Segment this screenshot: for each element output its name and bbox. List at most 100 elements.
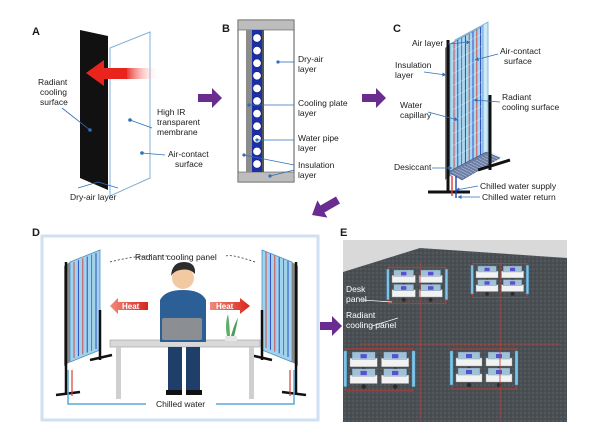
panel-a: A Radiant cooling surface High IR transp… (32, 26, 211, 202)
label-chilled-water-supply: Chilled water supply (480, 181, 557, 191)
monitor (510, 267, 516, 272)
desiccant-hatch (463, 165, 477, 173)
desiccant-hatch (451, 171, 465, 179)
leader-dot (276, 60, 280, 64)
water-pipe-circle (252, 58, 262, 68)
water-pipe-circle (252, 159, 262, 169)
desiccant-hatch (490, 152, 504, 159)
radiant-cooling-panel (525, 264, 529, 295)
leader-line (97, 181, 119, 189)
leader-line (361, 299, 393, 303)
desk-surface (381, 374, 409, 384)
water-pipe-circle (252, 146, 262, 156)
panel-a-letter: A (32, 26, 40, 38)
monitor (392, 354, 399, 359)
desk-surface (381, 358, 409, 367)
panel-b: B Dry-air layer Cooling plate layer Wate… (222, 19, 350, 183)
monitor (496, 354, 502, 358)
monitor (496, 370, 502, 374)
radiant-cooling-panel (343, 350, 348, 387)
heat-arrow-left (110, 298, 148, 314)
monitor (401, 271, 407, 276)
leader-line (473, 98, 501, 103)
panel-grid-line (451, 69, 483, 87)
heat-label-right: Heat (216, 302, 234, 311)
leader-line (371, 317, 399, 327)
desk-leg-left (116, 347, 121, 399)
heat-flow-arrow-shaft (125, 68, 160, 79)
desiccant-hatch (475, 159, 489, 167)
label-air-contact-surface-c: Air-contact surface (500, 46, 543, 66)
radiant-cooling-panel (514, 350, 519, 386)
office-floor (343, 248, 567, 422)
desk-surface (349, 358, 378, 367)
plant-leaf (230, 318, 238, 340)
leader-dot (247, 103, 251, 107)
dashed-leader-right (225, 255, 256, 263)
label-radiant-cooling-panel-e: Radiant cooling panel (346, 310, 396, 330)
floor-pipe-line (360, 262, 560, 420)
monitor (466, 370, 472, 374)
heat-arrow-right (210, 298, 250, 314)
monitor (484, 281, 490, 285)
chair (496, 382, 502, 388)
leader-dot (268, 174, 272, 178)
panel-grid-line (451, 141, 483, 159)
desiccant-hatch (457, 168, 471, 176)
water-pipe-circle (252, 33, 262, 43)
monitor (484, 267, 490, 272)
leader-dot (88, 128, 92, 132)
chair (392, 384, 398, 389)
heat-flow-arrow-head (86, 60, 104, 86)
label-radiant-cooling-panel-d: Radiant cooling panel (135, 252, 217, 262)
label-ir-membrane: High IR transparent membrane (157, 107, 202, 137)
leader-line (455, 185, 479, 192)
panel-grid-line (451, 45, 483, 63)
desiccant-hatch (454, 170, 468, 177)
radiant-cooling-surface-plate (80, 30, 108, 190)
monitor (360, 354, 367, 359)
leader-dot (128, 118, 132, 122)
label-water-pipe-layer: Water pipe layer (298, 133, 341, 153)
plant-leaf (226, 314, 230, 340)
person-leg-right (186, 347, 200, 391)
monitor (360, 370, 367, 376)
panel-e-letter: E (340, 227, 347, 239)
monitor (392, 370, 399, 376)
left-panel-rear-foot (89, 353, 113, 362)
label-desiccant: Desiccant (394, 162, 432, 172)
plant-pot (225, 336, 237, 341)
label-dry-air-layer-a: Dry-air layer (70, 192, 116, 202)
label-insulation-layer-c: Insulation layer (395, 60, 434, 80)
person-head (172, 267, 194, 289)
flow-arrow-d-e (320, 316, 342, 336)
monitor (466, 354, 472, 358)
panel-d-letter: D (32, 227, 40, 239)
flow-arrow-c-d (312, 196, 340, 218)
chair (510, 292, 515, 296)
desk-surface (485, 373, 513, 383)
panel-c-foot-rear (477, 158, 511, 172)
panel-e: E Desk panel Radiant cooling panel (340, 227, 567, 422)
desk-surface (485, 357, 513, 367)
panel-grid-line (451, 117, 483, 135)
label-air-contact-surface-a: Air-contact surface (168, 149, 211, 169)
leader-line (427, 111, 459, 122)
chair (466, 382, 472, 388)
person-hair (171, 262, 196, 276)
dashed-leader-left (109, 255, 169, 263)
leader-line (141, 152, 166, 156)
ir-membrane-plate (109, 31, 151, 197)
water-pipe-circle (252, 71, 262, 81)
water-pipe-circle (252, 96, 262, 106)
label-radiant-cooling-surface-c: Radiant cooling surface (502, 92, 559, 112)
leader-line (474, 53, 499, 62)
leader-dot (255, 138, 259, 142)
label-cooling-plate-layer: Cooling plate layer (298, 98, 350, 118)
chair (401, 297, 406, 302)
label-radiant-cooling-surface: Radiant cooling surface (38, 77, 70, 107)
panel-grid-line (451, 81, 483, 99)
label-water-capillary: Water capillary (400, 100, 432, 120)
left-panel-capillaries (73, 253, 97, 358)
